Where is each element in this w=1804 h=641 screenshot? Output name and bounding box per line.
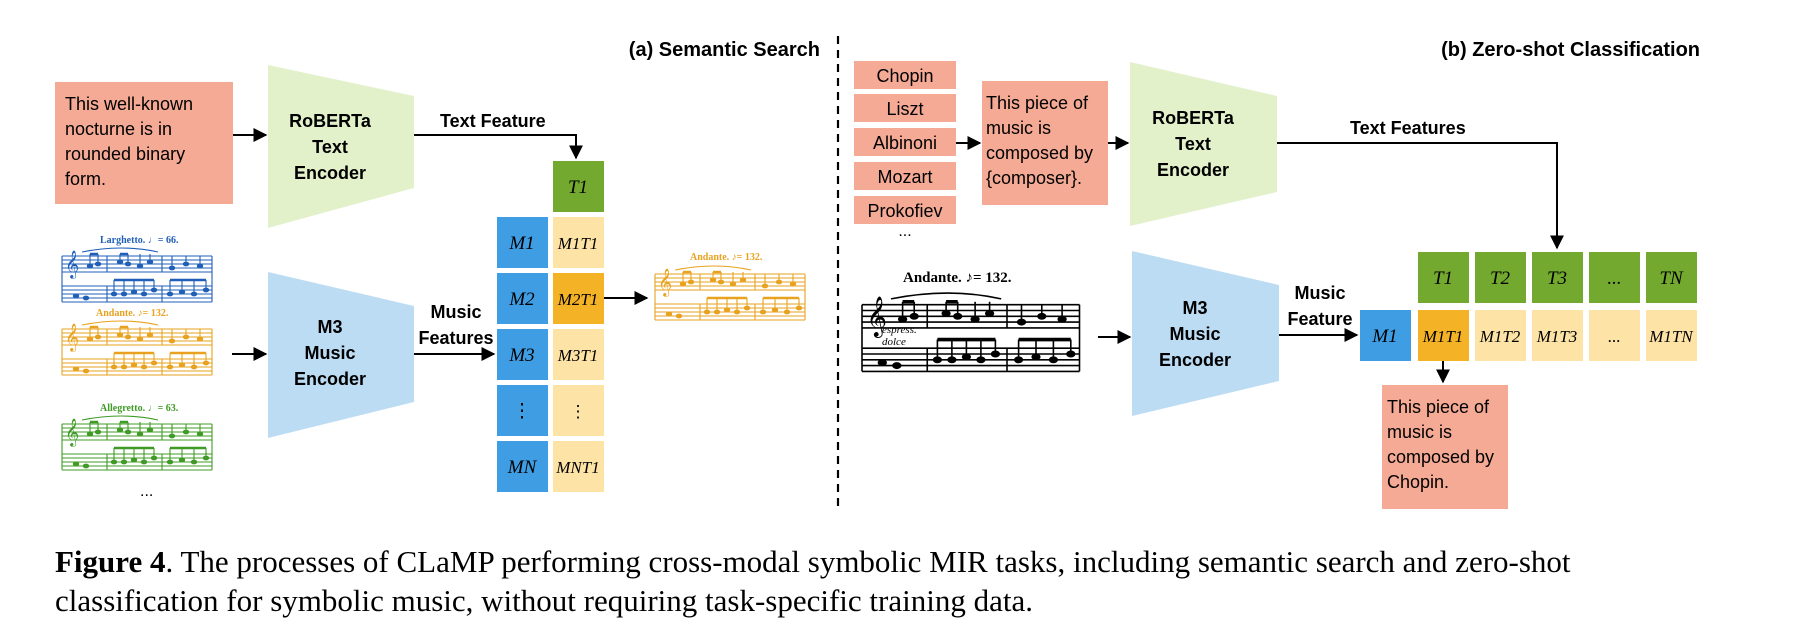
music-cell-mn: MN	[507, 457, 538, 478]
music-encoder-b-label: M3	[1182, 298, 1207, 318]
composer-prokofiev: Prokofiev	[867, 201, 942, 221]
score-cell-b-m1tn: M1TN	[1648, 327, 1694, 346]
text-features-label: Text Features	[1350, 118, 1466, 138]
score-cell-b-ellipsis: ...	[1608, 327, 1621, 346]
figure-caption-line-1: Figure 4. The processes of CLaMP perform…	[55, 544, 1571, 579]
svg-text:{composer}.: {composer}.	[986, 168, 1082, 188]
score-cell-b-m1t1: M1T1	[1422, 327, 1464, 346]
panel-b-title: (b) Zero-shot Classification	[1441, 39, 1700, 61]
svg-text:form.: form.	[65, 169, 106, 189]
text-encoder-a-label-3: Encoder	[294, 163, 366, 183]
music-encoder-b-label-2: Music	[1169, 324, 1220, 344]
text-cell-t1	[553, 161, 604, 212]
music-cells-a	[497, 217, 548, 492]
sheet-tempo-green: Allegretto. ♩= 63.	[100, 403, 179, 414]
sheet-music-blue	[60, 246, 214, 304]
score-cell-m1t1: M1T1	[557, 234, 599, 253]
text-cell-b-ellipsis: ...	[1607, 268, 1621, 289]
score-cell-b-m1t2: M1T2	[1479, 327, 1521, 346]
svg-text:This piece of: This piece of	[986, 93, 1089, 113]
score-cell-mnt1: MNT1	[555, 458, 599, 477]
svg-text:This well-known: This well-known	[65, 94, 193, 114]
text-cell-b-t3: T3	[1547, 268, 1567, 289]
score-cells-a	[553, 217, 604, 492]
panel-a-title: (a) Semantic Search	[629, 39, 820, 61]
prompt-template-box	[982, 81, 1108, 205]
svg-text:rounded binary: rounded binary	[65, 144, 185, 164]
text-feature-label: Text Feature	[440, 111, 546, 131]
composer-mozart: Mozart	[877, 167, 932, 187]
music-feature-label-2: Feature	[1287, 309, 1352, 329]
query-text: This well-known nocturne is in rounded b…	[65, 94, 193, 189]
music-cell-m3: M3	[508, 345, 534, 366]
text-cell-b-t1: T1	[1433, 268, 1453, 289]
score-cell-b-m1t3: M1T3	[1536, 327, 1578, 346]
text-encoder-a	[268, 65, 414, 228]
score-cell-vdots: ⋮	[570, 402, 587, 421]
music-encoder-a-label: M3	[317, 317, 342, 337]
composer-list	[854, 61, 956, 224]
sheet-tempo-blue: Larghetto. ♩= 66.	[100, 235, 179, 246]
retrieved-sheet-music	[653, 264, 807, 322]
sheet-music-orange	[60, 319, 214, 377]
text-feature-arrow	[414, 134, 583, 160]
music-encoder-b	[1132, 251, 1279, 416]
score-cell-m3t1: M3T1	[557, 346, 599, 365]
text-encoder-b-label-3: Encoder	[1157, 160, 1229, 180]
composer-chopin: Chopin	[876, 66, 933, 86]
text-encoder-a-label: RoBERTa	[289, 111, 372, 131]
svg-text:This piece of: This piece of	[1387, 397, 1490, 417]
score-cells-b	[1418, 310, 1697, 361]
sheet-list-ellipsis: ...	[140, 483, 153, 500]
svg-text:music is: music is	[986, 118, 1051, 138]
figure-caption-line-2: classification for symbolic music, witho…	[55, 583, 1033, 618]
music-cell-b-m1-label: M1	[1371, 326, 1397, 347]
text-cell-t1-label: T1	[568, 177, 588, 198]
composer-list-ellipsis: ...	[898, 223, 911, 240]
music-cell-m2: M2	[508, 289, 535, 310]
query-text-box	[55, 82, 233, 204]
composer-albinoni: Albinoni	[873, 133, 937, 153]
score-cell-m2t1: M2T1	[557, 290, 599, 309]
query-sheet-mark-1: espress.	[882, 324, 917, 336]
music-encoder-a-label-2: Music	[304, 343, 355, 363]
prompt-template-text: This piece of music is composed by {comp…	[986, 93, 1093, 188]
prediction-result-box	[1382, 385, 1508, 509]
text-features-arrow	[1277, 142, 1564, 250]
query-sheet-mark-2: dolce	[882, 336, 906, 348]
svg-text:Chopin.: Chopin.	[1387, 472, 1449, 492]
music-cell-m1: M1	[508, 233, 534, 254]
query-sheet-tempo: Andante. ♪= 132.	[903, 270, 1012, 286]
composer-liszt: Liszt	[886, 99, 923, 119]
text-cells-b	[1418, 252, 1697, 303]
prediction-result-text: This piece of music is composed by Chopi…	[1387, 397, 1494, 492]
sheet-music-green	[60, 414, 214, 472]
svg-text:composed by: composed by	[986, 143, 1093, 163]
svg-text:music is: music is	[1387, 422, 1452, 442]
text-encoder-b-label-2: Text	[1175, 134, 1211, 154]
text-cell-b-tn: TN	[1659, 268, 1684, 289]
text-cell-b-t2: T2	[1490, 268, 1511, 289]
caption-line-1: . The processes of CLaMP performing cros…	[166, 544, 1571, 579]
music-cell-vdots: ⋮	[513, 401, 532, 422]
text-encoder-a-label-2: Text	[312, 137, 348, 157]
music-encoder-a-label-3: Encoder	[294, 369, 366, 389]
music-feature-label: Music	[1294, 283, 1345, 303]
music-encoder-b-label-3: Encoder	[1159, 350, 1231, 370]
figure-label: Figure 4	[55, 544, 166, 579]
music-features-label: Music	[430, 302, 481, 322]
svg-text:nocturne is in: nocturne is in	[65, 119, 172, 139]
text-encoder-b	[1130, 62, 1277, 226]
sheet-tempo-orange: Andante. ♪= 132.	[96, 308, 169, 319]
svg-text:composed by: composed by	[1387, 447, 1494, 467]
text-encoder-b-label: RoBERTa	[1152, 108, 1235, 128]
retrieved-sheet-tempo: Andante. ♪= 132.	[690, 252, 763, 263]
music-features-label-2: Features	[418, 328, 493, 348]
music-cell-b-m1	[1360, 310, 1411, 361]
music-encoder-a	[268, 272, 414, 438]
